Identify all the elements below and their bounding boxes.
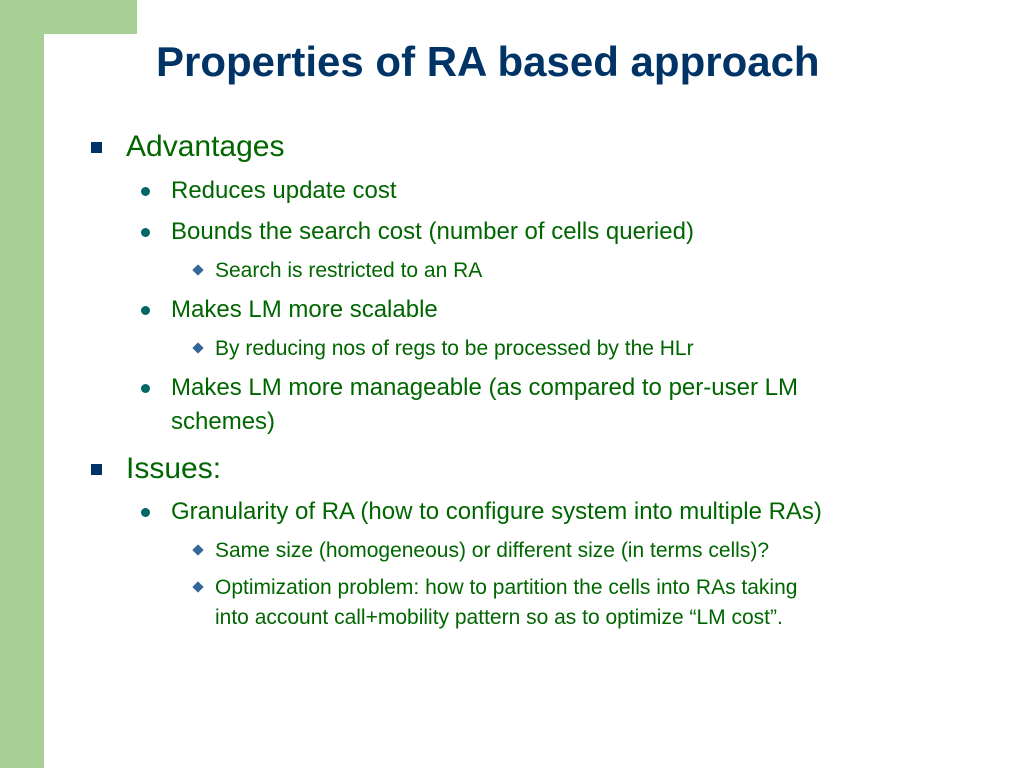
bullet-reducing-regs: By reducing nos of regs to be processed … xyxy=(215,337,694,360)
dot-bullet-icon xyxy=(141,187,150,196)
dot-bullet-icon xyxy=(141,384,150,393)
slide-top-bar xyxy=(0,0,137,34)
diamond-bullet-icon xyxy=(192,264,204,276)
bullet-reduces-update-cost: Reduces update cost xyxy=(171,177,397,204)
bullet-optimization-cont: into account call+mobility pattern so as… xyxy=(215,606,783,629)
bullet-issues: Issues: xyxy=(126,452,222,485)
diamond-bullet-icon xyxy=(192,544,204,556)
bullet-more-manageable-cont: schemes) xyxy=(171,408,276,435)
diamond-bullet-icon xyxy=(192,342,204,354)
dot-bullet-icon xyxy=(141,228,150,237)
square-bullet-icon xyxy=(91,464,102,475)
square-bullet-icon xyxy=(91,142,102,153)
bullet-more-scalable: Makes LM more scalable xyxy=(171,296,438,323)
dot-bullet-icon xyxy=(141,306,150,315)
bullet-more-manageable: Makes LM more manageable (as compared to… xyxy=(171,374,798,401)
bullet-search-restricted: Search is restricted to an RA xyxy=(215,259,483,282)
bullet-optimization: Optimization problem: how to partition t… xyxy=(215,576,798,599)
bullet-granularity: Granularity of RA (how to configure syst… xyxy=(171,498,822,525)
bullet-bounds-search-cost: Bounds the search cost (number of cells … xyxy=(171,218,694,245)
diamond-bullet-icon xyxy=(192,581,204,593)
dot-bullet-icon xyxy=(141,508,150,517)
slide-side-bar xyxy=(0,0,44,768)
bullet-advantages: Advantages xyxy=(126,130,285,163)
bullet-same-size: Same size (homogeneous) or different siz… xyxy=(215,539,770,562)
slide-title: Properties of RA based approach xyxy=(156,38,820,85)
